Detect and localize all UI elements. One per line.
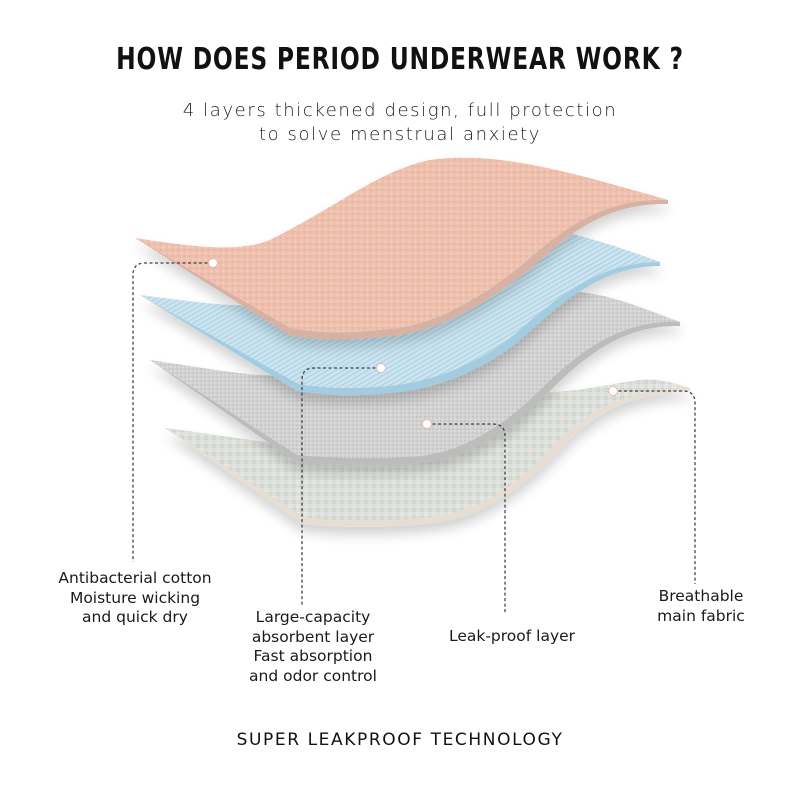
label-line: Breathable	[658, 587, 744, 605]
leader-lines	[132, 262, 696, 613]
label-line: Large-capacity	[255, 608, 371, 626]
label-antibacterial-cotton: Antibacterial cotton Moisture wicking an…	[58, 569, 211, 628]
page-title: HOW DOES PERIOD UNDERWEAR WORK ?	[116, 42, 684, 77]
label-line: and odor control	[249, 666, 377, 685]
callout-dot-leakproof	[422, 419, 432, 429]
subtitle-line-1: 4 layers thickened design, full protecti…	[182, 100, 618, 121]
label-leak-proof-layer: Leak-proof layer	[449, 627, 575, 647]
footer-tagline: SUPER LEAKPROOF TECHNOLOGY	[236, 730, 564, 750]
subtitle-line-2: to solve menstrual anxiety	[258, 124, 542, 145]
label-line: Antibacterial cotton	[58, 569, 212, 587]
leader-line-antibacterial	[132, 262, 213, 562]
label-line: and quick dry	[82, 608, 188, 626]
subtitle: 4 layers thickened design, full protecti…	[0, 99, 800, 147]
label-line: Leak-proof layer	[448, 627, 576, 645]
label-absorbent-layer: Large-capacity absorbent layer Fast abso…	[249, 608, 377, 686]
callout-dot-antibacterial	[208, 258, 218, 268]
callout-dot-absorbent	[376, 363, 386, 373]
label-line: Fast absorption	[253, 647, 373, 665]
leader-line-leakproof	[427, 423, 506, 613]
label-line: main fabric	[657, 606, 745, 625]
label-line: absorbent layer	[251, 627, 375, 646]
label-breathable-main-fabric: Breathable main fabric	[657, 587, 745, 626]
callout-dot-breathable	[608, 386, 618, 396]
label-line: Moisture wicking	[69, 588, 201, 607]
leader-line-breathable	[613, 390, 696, 584]
layer-antibacterial-cotton	[135, 157, 668, 340]
leader-line-absorbent	[301, 367, 381, 605]
